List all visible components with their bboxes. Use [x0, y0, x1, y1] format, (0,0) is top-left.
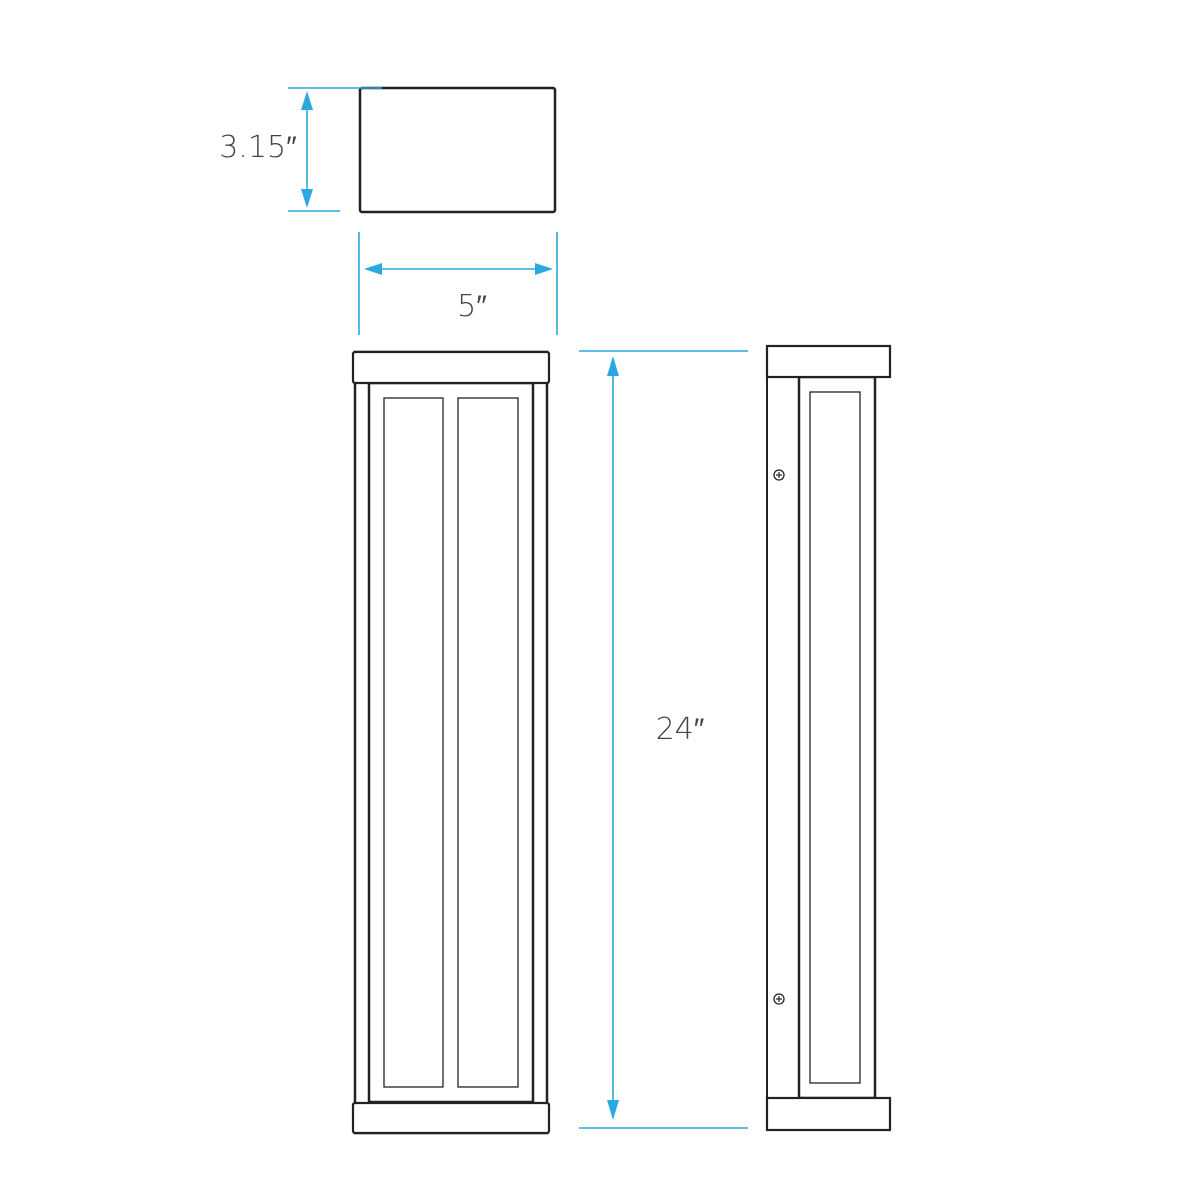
bottom-cap [351, 1101, 551, 1135]
side-bottom-cap [765, 1096, 892, 1132]
depth-label: 3.15″ [219, 130, 297, 165]
width-dimension: 5″ [358, 232, 558, 335]
screw-icon [773, 993, 785, 1005]
screw-icon [773, 469, 785, 481]
depth-dimension: 3.15″ [219, 87, 382, 212]
glass-panel-right [457, 397, 519, 1088]
height-label: 24″ [656, 712, 705, 747]
glass-panel-left [383, 397, 444, 1088]
front-view [351, 350, 551, 1135]
top-view [358, 86, 557, 214]
height-dimension: 24″ [579, 350, 748, 1129]
width-label: 5″ [457, 289, 487, 324]
side-top-cap [765, 344, 892, 379]
side-view [765, 344, 892, 1132]
top-cap [351, 350, 551, 385]
